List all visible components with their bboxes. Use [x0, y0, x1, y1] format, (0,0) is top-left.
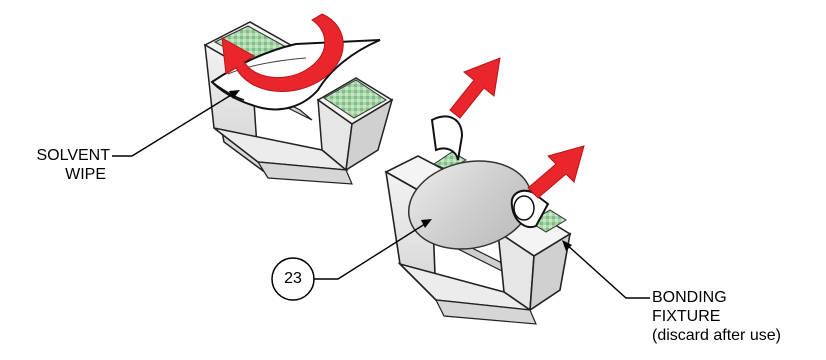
tape-liner-left — [432, 117, 462, 160]
solvent-wipe-label-line2: WIPE — [6, 165, 110, 184]
peel-arrow-right-icon — [528, 146, 584, 198]
callout-23-number: 23 — [271, 257, 315, 301]
solvent-wipe-label-line1: SOLVENT — [6, 146, 110, 165]
solvent-wipe-label: SOLVENT WIPE — [6, 146, 110, 184]
bonding-fixture-label-line3: (discard after use) — [652, 326, 781, 345]
bonding-fixture-leader — [562, 240, 650, 298]
bonding-fixture-label-line2: FIXTURE — [652, 307, 781, 326]
bonding-fixture-label-line1: BONDING — [652, 288, 781, 307]
bonding-fixture-label: BONDING FIXTURE (discard after use) — [652, 288, 781, 345]
peel-arrow-top-icon — [450, 58, 500, 118]
